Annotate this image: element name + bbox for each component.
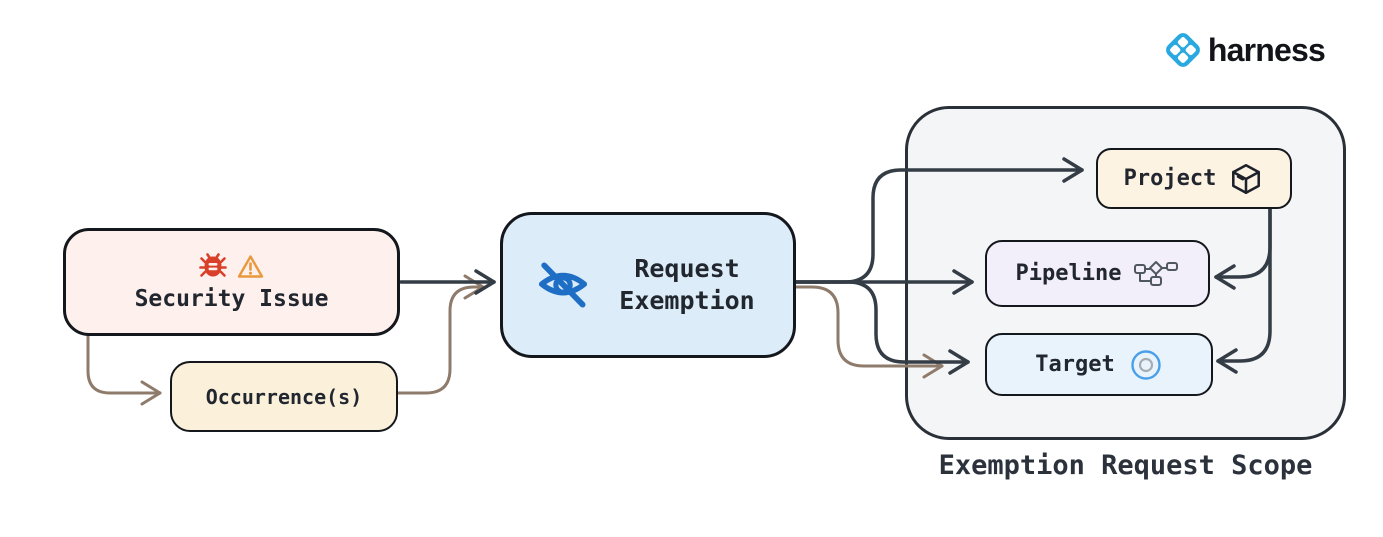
harness-logo: harness bbox=[1161, 28, 1326, 72]
edge-occurrences-to-request bbox=[396, 274, 485, 395]
node-pipeline: Pipeline bbox=[985, 240, 1210, 307]
harness-logo-icon bbox=[1165, 33, 1200, 67]
package-icon bbox=[1232, 163, 1261, 194]
pipeline-icon bbox=[1134, 260, 1179, 286]
node-occurrences: Occurrence(s) bbox=[170, 361, 398, 432]
scope-title: Exemption Request Scope bbox=[938, 450, 1313, 481]
harness-wordmark: harness bbox=[1207, 31, 1326, 68]
eye-off-icon bbox=[538, 262, 588, 308]
warning-icon bbox=[237, 254, 263, 278]
target-label: Target bbox=[1035, 352, 1115, 377]
bug-icon bbox=[198, 253, 227, 277]
project-label: Project bbox=[1123, 166, 1217, 191]
occurrences-label: Occurrence(s) bbox=[205, 384, 363, 409]
security-issue-icons bbox=[198, 252, 265, 280]
request-exemption-label: Request Exemption bbox=[619, 253, 755, 316]
node-security-issue: Security Issue bbox=[63, 228, 400, 336]
node-project: Project bbox=[1096, 148, 1292, 209]
security-issue-label: Security Issue bbox=[134, 286, 329, 312]
pipeline-label: Pipeline bbox=[1015, 261, 1122, 286]
node-target: Target bbox=[985, 333, 1213, 396]
node-request-exemption: Request Exemption bbox=[500, 212, 796, 358]
target-icon bbox=[1131, 349, 1161, 380]
edge-security-to-occurrences bbox=[86, 334, 162, 406]
